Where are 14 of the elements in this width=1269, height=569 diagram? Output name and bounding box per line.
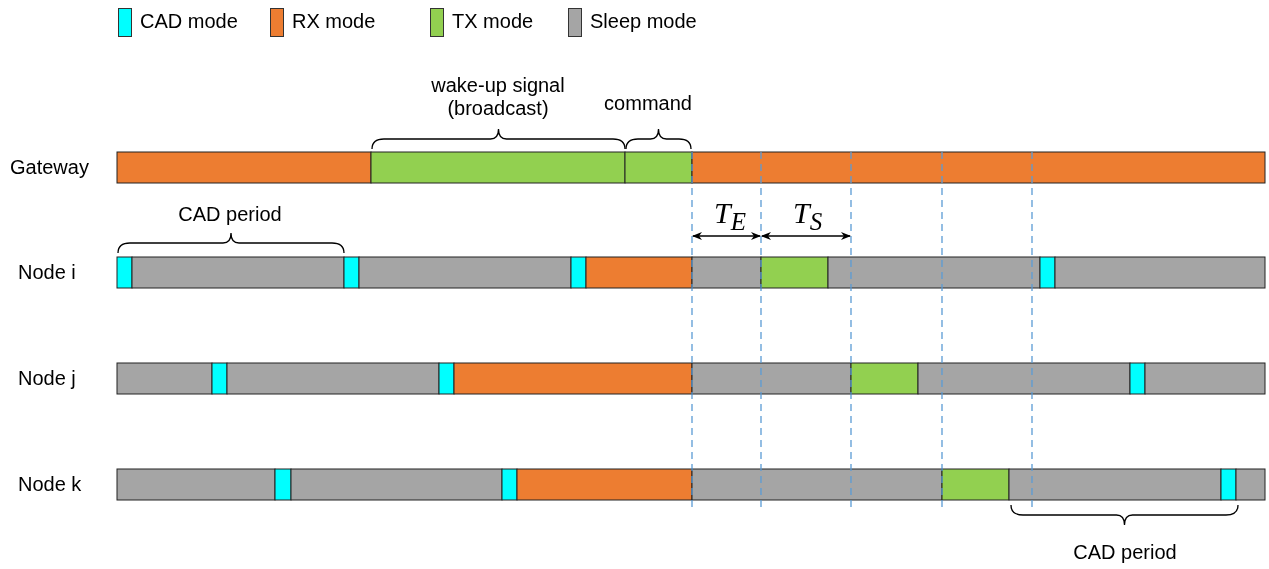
row-label: Node i xyxy=(18,261,76,283)
legend-label: CAD mode xyxy=(140,10,238,32)
legend-label: Sleep mode xyxy=(590,10,697,32)
annotation-label: CAD period xyxy=(178,203,282,225)
annotation-label: command xyxy=(604,92,692,114)
time-symbol: T$_{S}$ xyxy=(793,196,823,236)
time-symbol: T$_{E}$ xyxy=(714,196,746,236)
annotation-label: wake-up signal (broadcast) xyxy=(430,74,566,120)
legend-label: RX mode xyxy=(292,10,376,32)
annotation-label: CAD period xyxy=(1073,541,1177,563)
row-label: Node k xyxy=(18,473,82,495)
row-label: Node j xyxy=(18,367,76,389)
row-label: Gateway xyxy=(10,156,89,178)
legend-label: TX mode xyxy=(452,10,534,32)
